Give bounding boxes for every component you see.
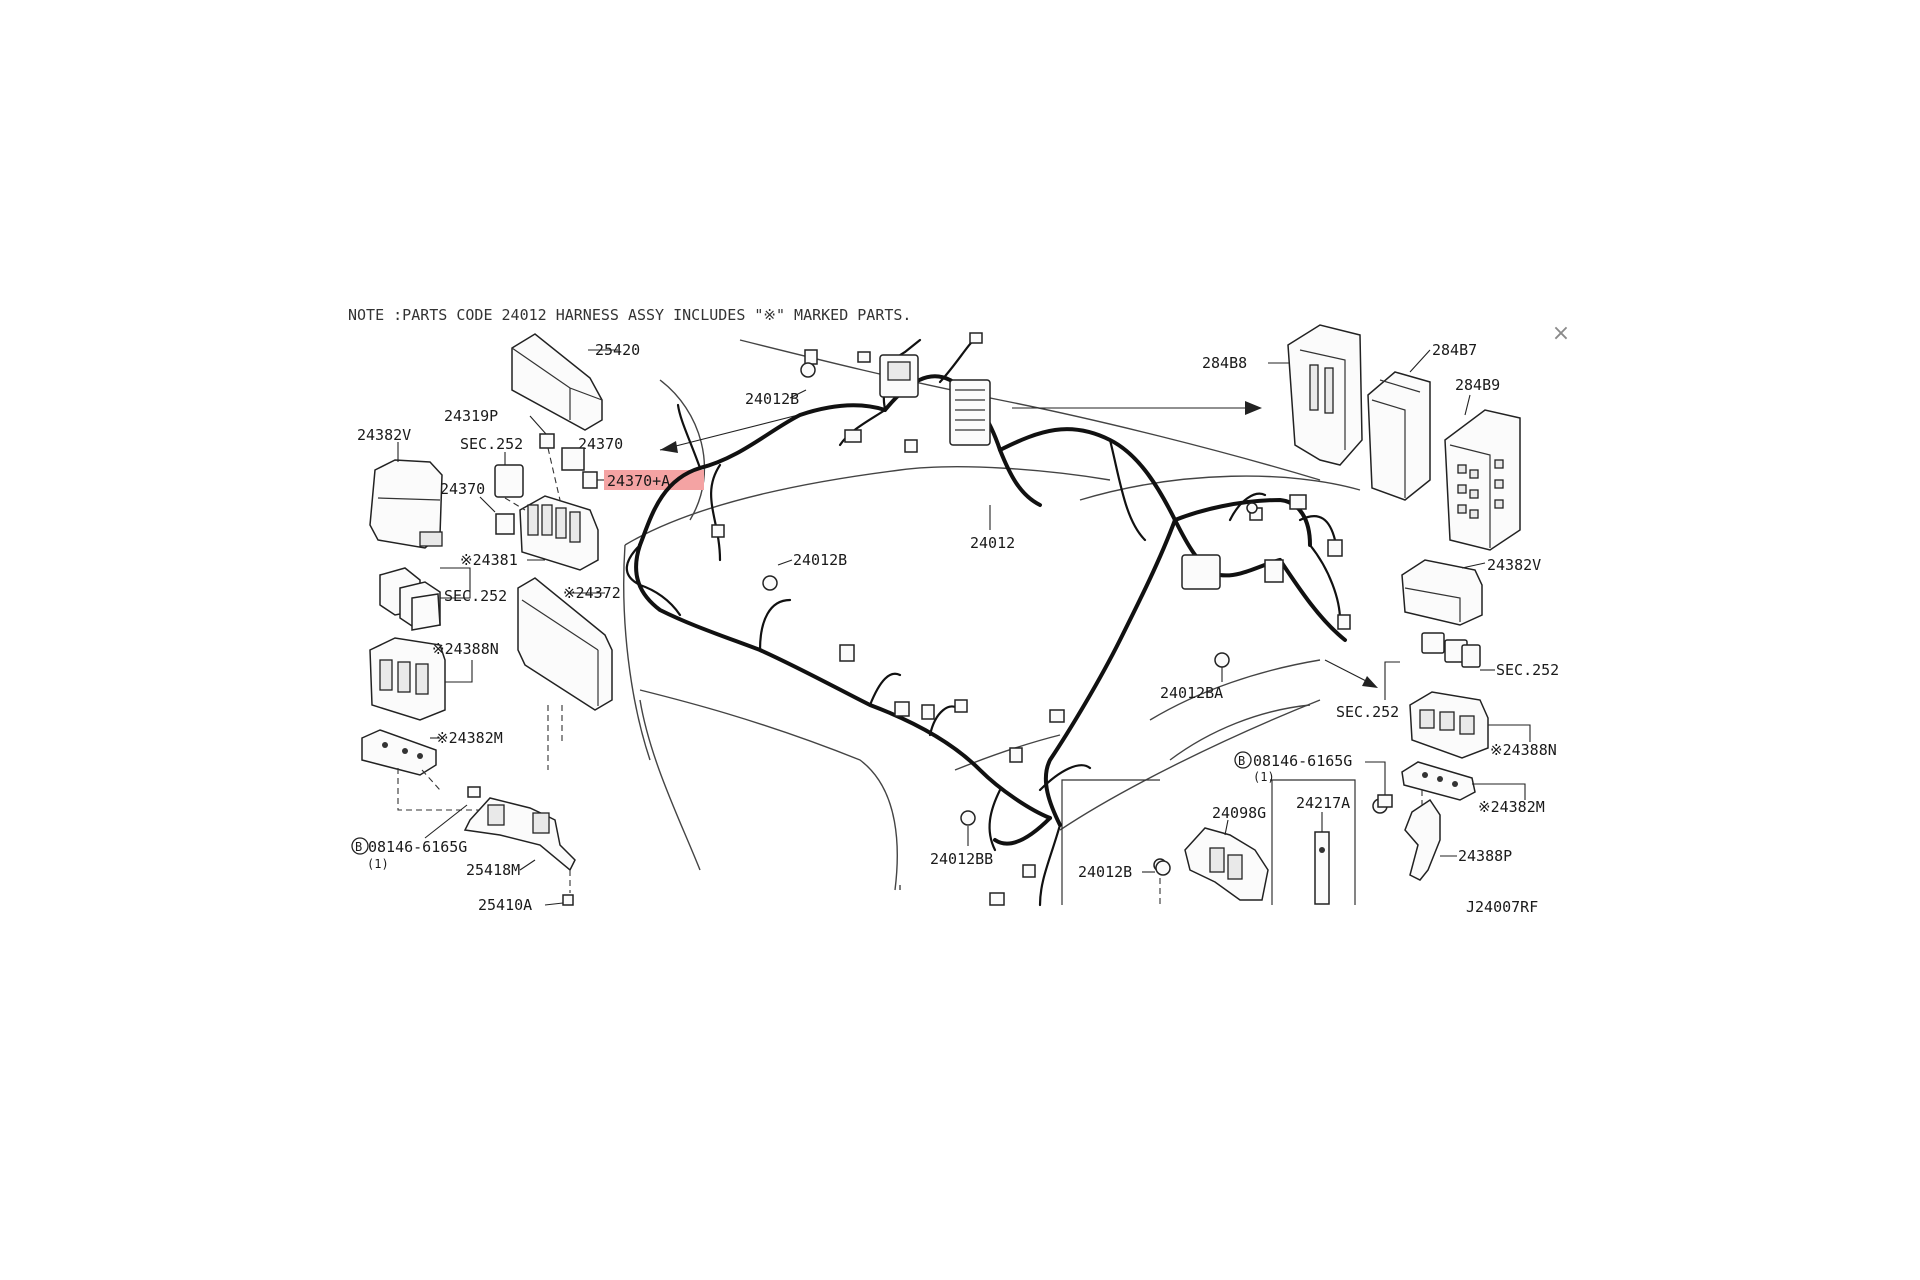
label-24372: ※24372 [563, 584, 621, 602]
relay-group-sec252-right [1421, 632, 1481, 668]
label-bolt-right-qty: (1) [1253, 770, 1275, 784]
bracket-24217A [1314, 831, 1330, 905]
label-sec252-d: SEC.252 [1336, 703, 1399, 721]
label-sec252-b: SEC.252 [444, 587, 507, 605]
inset-frame [1061, 779, 1356, 905]
arrow-sec252-d [1362, 676, 1378, 688]
label-24370-left: 24370 [440, 480, 485, 498]
label-25420: 25420 [595, 341, 640, 359]
fuse-block-24388N-right [1409, 691, 1489, 759]
label-25418M: 25418M [466, 861, 520, 879]
label-24382M-left: ※24382M [436, 729, 503, 747]
label-24382V-right: 24382V [1487, 556, 1541, 574]
label-24388N-left: ※24388N [432, 640, 499, 658]
label-24370-top: 24370 [578, 435, 623, 453]
label-bolt-left: 08146-6165G [368, 838, 467, 856]
bolt-marker-left [351, 837, 369, 855]
label-284B8: 284B8 [1202, 354, 1247, 372]
main-wire-harness-24012 [625, 333, 1347, 907]
relay-box-cover-25420 [511, 333, 603, 431]
close-button[interactable]: × [1551, 321, 1571, 346]
module-284B7 [1367, 371, 1431, 501]
label-284B7: 284B7 [1432, 341, 1477, 359]
bracket-24382M-left [361, 729, 437, 776]
bolt-marker-right [1234, 751, 1252, 769]
fuse-block-24388N-left [369, 637, 446, 721]
bolt-mark-left: B [355, 840, 362, 854]
label-25410A: 25410A [478, 896, 532, 914]
label-24012BA: 24012BA [1160, 684, 1223, 702]
label-24382V-left: 24382V [357, 426, 411, 444]
relays-top [494, 433, 598, 498]
bolt-right-part [1377, 794, 1393, 808]
label-24098G: 24098G [1212, 804, 1266, 822]
label-24388P: 24388P [1458, 847, 1512, 865]
label-sec252-c: SEC.252 [1496, 661, 1559, 679]
label-bolt-left-qty: (1) [367, 857, 389, 871]
label-bolt-right: 08146-6165G [1253, 752, 1352, 770]
vehicle-body-outline [623, 339, 1361, 891]
arrow-left [659, 411, 811, 453]
bracket-25418M [397, 705, 576, 906]
label-24382M-right: ※24382M [1478, 798, 1545, 816]
fuse-block-cover-24382V-left [369, 459, 443, 549]
label-24388N-right: ※24388N [1490, 741, 1557, 759]
module-284B8 [1287, 324, 1363, 466]
arrow-right [1012, 401, 1262, 415]
label-24381: ※24381 [460, 551, 518, 569]
label-24012B-bottom: 24012B [1078, 863, 1132, 881]
label-24370A[interactable]: 24370+A [607, 472, 670, 490]
bolt-mark-right: B [1238, 754, 1245, 768]
clip-24012B-bottom [1155, 860, 1171, 905]
bracket-24098G [1184, 827, 1269, 901]
label-24012: 24012 [970, 534, 1015, 552]
label-24319P: 24319P [444, 407, 498, 425]
figure-code: J24007RF [1466, 898, 1538, 916]
label-284B9: 284B9 [1455, 376, 1500, 394]
harness-connectors [711, 332, 1351, 906]
highlight-24370A [604, 470, 704, 490]
parts-note: NOTE :PARTS CODE 24012 HARNESS ASSY INCL… [348, 306, 911, 324]
label-24012B-mid: 24012B [793, 551, 847, 569]
bracket-24382M-right [1401, 761, 1476, 801]
relay-box-body [495, 447, 599, 571]
label-24217A: 24217A [1296, 794, 1350, 812]
fuse-block-24372 [517, 577, 613, 711]
module-284B9 [1444, 409, 1521, 551]
label-24012B-top: 24012B [745, 390, 799, 408]
bracket-24388P [1404, 790, 1441, 881]
label-24012BB: 24012BB [930, 850, 993, 868]
fuse-block-cover-24382V-right [1401, 559, 1483, 626]
label-sec252-a: SEC.252 [460, 435, 523, 453]
relay-group-sec252-left [379, 567, 441, 631]
